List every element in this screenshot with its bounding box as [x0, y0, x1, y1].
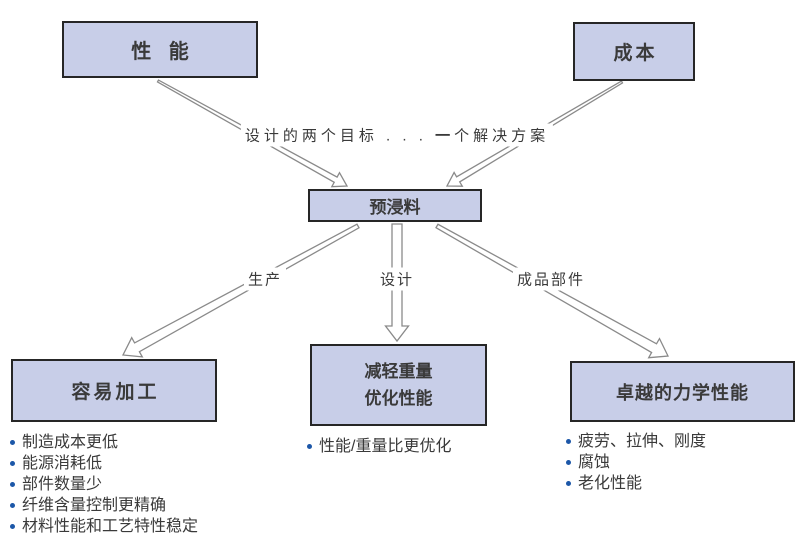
- mechanical-properties-list: 疲劳、拉伸、刚度 腐蚀 老化性能: [566, 431, 706, 494]
- sentence-part2: 个解决方案: [454, 127, 550, 145]
- bullet-icon: [566, 481, 571, 486]
- list-item: 制造成本更低: [10, 432, 198, 453]
- sentence-label: 设计的两个目标 . . . 一个解决方案: [240, 123, 554, 147]
- box-mechanical-properties: 卓越的力学性能: [570, 361, 795, 422]
- bullet-icon: [10, 503, 15, 508]
- easy-processing-list: 制造成本更低 能源消耗低 部件数量少 纤维含量控制更精确 材料性能和工艺特性稳定: [10, 432, 198, 537]
- branch-label-finished-parts: 成品部件: [512, 267, 590, 291]
- list-item: 部件数量少: [10, 474, 198, 495]
- box-cost: 成本: [573, 22, 695, 81]
- list-item: 材料性能和工艺特性稳定: [10, 516, 198, 537]
- bullet-icon: [10, 461, 15, 466]
- list-item: 能源消耗低: [10, 453, 198, 474]
- list-item: 疲劳、拉伸、刚度: [566, 431, 706, 452]
- list-item-text: 能源消耗低: [22, 455, 103, 472]
- box-weight-optimization: 减轻重量 优化性能: [310, 344, 487, 426]
- box-weight-line1: 减轻重量: [364, 362, 433, 381]
- list-item-text: 材料性能和工艺特性稳定: [22, 518, 199, 535]
- box-performance: 性 能: [62, 21, 258, 78]
- sentence-part1: 设计的两个目标 . . .: [244, 127, 436, 145]
- sentence-bold: 一: [435, 127, 455, 145]
- box-weight-line2: 优化性能: [364, 389, 433, 408]
- bullet-icon: [10, 440, 15, 445]
- bullet-icon: [566, 439, 571, 444]
- list-item: 腐蚀: [566, 452, 706, 473]
- list-item-text: 老化性能: [578, 475, 643, 492]
- branch-label-production: 生产: [243, 267, 287, 291]
- weight-optimization-list: 性能/重量比更优化: [307, 436, 451, 457]
- box-easy-processing: 容易加工: [11, 359, 217, 422]
- list-item-text: 疲劳、拉伸、刚度: [578, 433, 707, 450]
- bullet-icon: [10, 482, 15, 487]
- arrow-prepreg-to-mechanical: [435, 223, 669, 359]
- list-item-text: 制造成本更低: [22, 434, 119, 451]
- list-item-text: 腐蚀: [578, 454, 611, 471]
- bullet-icon: [566, 460, 571, 465]
- branch-label-design: 设计: [375, 267, 419, 291]
- list-item: 老化性能: [566, 473, 706, 494]
- list-item-text: 部件数量少: [22, 476, 103, 493]
- bullet-icon: [307, 444, 312, 449]
- list-item-text: 纤维含量控制更精确: [22, 497, 167, 514]
- box-prepreg: 预浸料: [308, 189, 482, 222]
- list-item: 纤维含量控制更精确: [10, 495, 198, 516]
- list-item-text: 性能/重量比更优化: [319, 438, 452, 455]
- bullet-icon: [10, 524, 15, 529]
- list-item: 性能/重量比更优化: [307, 436, 451, 457]
- arrow-prepreg-to-easy: [121, 223, 360, 358]
